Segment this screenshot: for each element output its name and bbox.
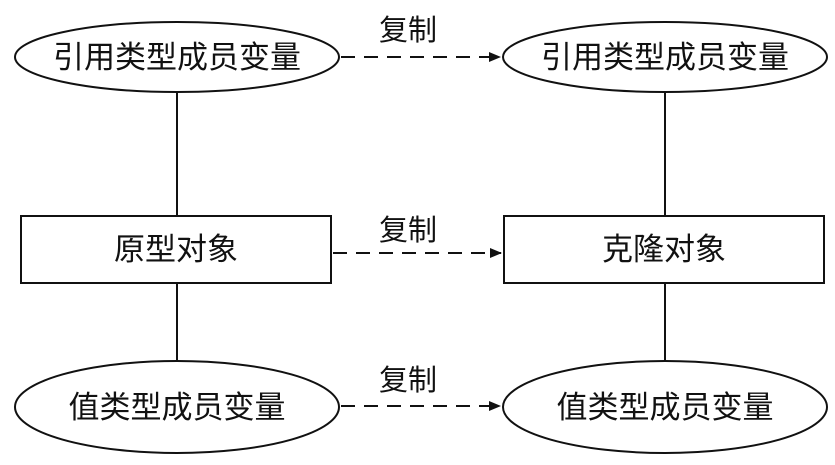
clone-value-member-label: 值类型成员变量 xyxy=(557,390,774,426)
prototype-value-member-node: 值类型成员变量 xyxy=(14,360,340,454)
prototype-ref-member-label: 引用类型成员变量 xyxy=(53,40,301,76)
copy-value-label: 复制 xyxy=(379,363,437,397)
prototype-object-label: 原型对象 xyxy=(114,232,238,268)
prototype-value-member-label: 值类型成员变量 xyxy=(69,390,286,426)
prototype-ref-member-node: 引用类型成员变量 xyxy=(14,21,340,93)
clone-ref-member-node: 引用类型成员变量 xyxy=(502,21,828,93)
copy-object-label: 复制 xyxy=(379,213,437,247)
clone-ref-member-label: 引用类型成员变量 xyxy=(541,40,789,76)
clone-value-member-node: 值类型成员变量 xyxy=(502,360,828,454)
copy-ref-label: 复制 xyxy=(379,13,437,47)
clone-object-node: 克隆对象 xyxy=(503,215,825,284)
copy-value-edge: 复制 xyxy=(341,363,501,411)
clone-object-label: 克隆对象 xyxy=(602,232,726,268)
copy-object-edge: 复制 xyxy=(333,213,502,258)
copy-ref-edge: 复制 xyxy=(341,13,501,62)
prototype-object-node: 原型对象 xyxy=(20,215,332,284)
